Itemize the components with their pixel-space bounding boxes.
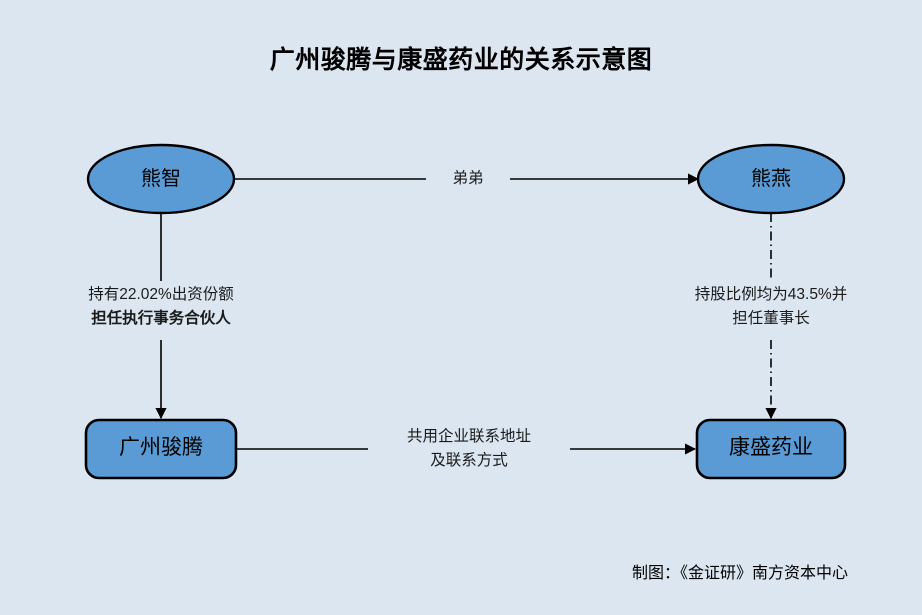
edge-label-shared-contact: 共用企业联系地址 及联系方式 — [349, 425, 589, 473]
edge-label-ownership-ks-line-2: 担任董事长 — [732, 310, 810, 327]
edge-label-shared-contact-line-2: 及联系方式 — [430, 452, 508, 469]
edge-label-ownership-gz-line-2: 担任执行事务合伙人 — [91, 310, 231, 327]
edge-label-ownership-gz-line-1: 持有22.02%出资份额 — [88, 286, 234, 303]
edge-label-sibling-line-1: 弟弟 — [452, 170, 484, 187]
node-label-kangsheng[interactable]: 康盛药业 — [729, 436, 813, 459]
page-title: 广州骏腾与康盛药业的关系示意图 — [269, 46, 653, 74]
node-label-xiongyan[interactable]: 熊燕 — [751, 168, 791, 190]
node-shape-kangsheng[interactable] — [695, 418, 847, 480]
node-label-guangzhou[interactable]: 广州骏腾 — [119, 436, 203, 459]
footer-credit: 制图：《金证研》南方资本中心 — [631, 565, 848, 582]
node-label-xiongzhi[interactable]: 熊智 — [141, 168, 181, 190]
edge-label-ownership-ks-line-1: 持股比例均为43.5%并 — [694, 286, 848, 303]
edge-label-ownership-gz: 持有22.02%出资份额 担任执行事务合伙人 — [41, 283, 281, 331]
edge-label-ownership-ks: 持股比例均为43.5%并 担任董事长 — [651, 283, 891, 331]
edge-label-shared-contact-line-1: 共用企业联系地址 — [406, 428, 531, 445]
edge-label-sibling: 弟弟 — [398, 167, 538, 191]
